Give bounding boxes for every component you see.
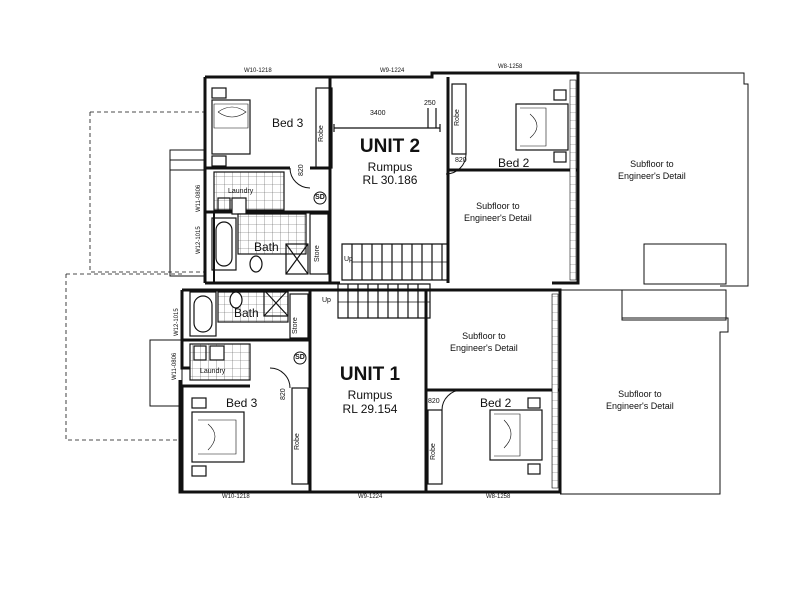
unit2-smoke-detector-icon <box>313 191 327 205</box>
unit2-bed3-label: Bed 3 <box>272 116 304 130</box>
unit2-subfloor-outer: Subfloor to Engineer's Detail <box>618 159 686 181</box>
unit2-bath-label: Bath <box>254 240 279 254</box>
unit1-robe-left-label: Robe <box>294 433 301 450</box>
unit1-window-bot-mid: W9-1224 <box>358 494 383 500</box>
unit1-subfloor-inner: Subfloor to Engineer's Detail <box>450 331 518 353</box>
unit2-window-top-right: W8-1258 <box>498 64 523 70</box>
unit2-window-side-a: W11-0806 <box>196 184 202 212</box>
subfloor-outline-upper <box>578 72 749 287</box>
unit2-subfloor-inner: Subfloor to Engineer's Detail <box>464 201 532 223</box>
unit2-dim-width: 3400 <box>370 110 386 117</box>
unit1-stair-up-label: Up <box>322 297 331 304</box>
unit1-door-bed2: 820 <box>428 398 440 405</box>
unit1-bed2-furniture <box>489 397 543 475</box>
unit2-dim-small: 250 <box>424 100 436 107</box>
unit2-door-bed3: 820 <box>298 164 305 176</box>
unit2-rl-label: RL 30.186 <box>362 173 418 187</box>
unit2-door-bed2: 820 <box>455 157 467 164</box>
unit1-window-side-a: W12-1015 <box>174 308 180 336</box>
unit1-rumpus-label: Rumpus <box>347 388 393 402</box>
unit1-wet-areas <box>189 289 309 381</box>
subfloor-outline-lower <box>560 289 729 495</box>
unit1-smoke-label: SD <box>295 354 305 361</box>
carport-left <box>65 111 205 441</box>
unit1-rl-label: RL 29.154 <box>342 402 398 416</box>
unit2-title: UNIT 2 <box>359 136 421 157</box>
unit2-laundry-label: Laundry <box>228 188 254 195</box>
unit1-bed3-label: Bed 3 <box>226 396 258 410</box>
steps-left <box>149 149 207 407</box>
unit2-bed2-furniture <box>515 89 569 163</box>
unit1-smoke-detector-icon <box>293 351 307 365</box>
unit2-walls <box>203 71 580 285</box>
unit1-window-side-b: W11-0806 <box>172 352 178 380</box>
unit1-bed3-furniture <box>191 397 245 477</box>
unit2-smoke-label: SD <box>315 194 325 201</box>
unit2-robe-left-label: Robe <box>318 125 325 142</box>
unit2-robe-right-label: Robe <box>454 109 461 126</box>
unit2-window-side-b: W12-1015 <box>196 226 202 254</box>
unit1-inner-lines <box>269 283 559 489</box>
unit2-store-label: Store <box>314 245 321 262</box>
unit1-door-bed3: 820 <box>280 388 287 400</box>
unit2-bed2-label: Bed 2 <box>498 156 530 170</box>
unit2-stair-up-label: Up <box>344 256 353 263</box>
unit1-store-label: Store <box>292 317 299 334</box>
unit2-window-top-left: W10-1218 <box>244 68 272 74</box>
unit2-window-top-mid: W9-1224 <box>380 68 405 74</box>
unit2-rumpus-label: Rumpus <box>367 160 413 174</box>
unit1-title: UNIT 1 <box>339 364 401 385</box>
unit1-laundry-label: Laundry <box>200 368 226 375</box>
unit2-bed3-furniture <box>211 87 251 167</box>
unit1-subfloor-outer: Subfloor to Engineer's Detail <box>606 389 674 411</box>
unit1-window-bot-left: W10-1218 <box>222 494 250 500</box>
unit1-window-bot-right: W8-1258 <box>486 494 511 500</box>
unit2-wet-areas <box>211 171 329 284</box>
unit1-bath-label: Bath <box>234 306 259 320</box>
unit1-bed2-label: Bed 2 <box>480 396 512 410</box>
unit1-robe-right-label: Robe <box>430 443 437 460</box>
unit2-inner-lines <box>289 79 577 281</box>
